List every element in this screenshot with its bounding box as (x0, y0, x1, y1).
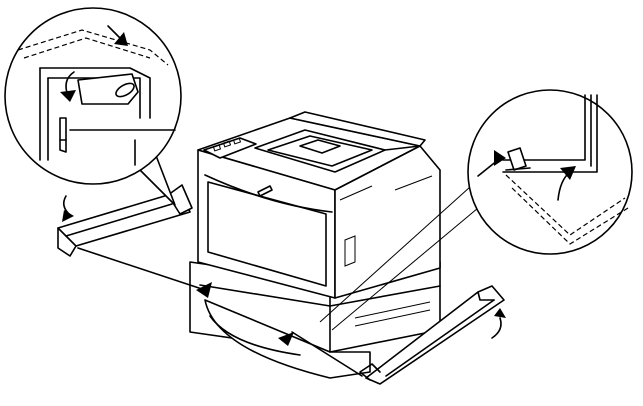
left-hook-detail (4, 7, 182, 206)
push-arrow-icon (196, 282, 294, 346)
printer-body (197, 111, 441, 299)
rotate-arrow-icon (62, 195, 506, 339)
left-stabilizer-bar (57, 184, 193, 257)
right-clip-detail (467, 89, 633, 255)
right-stabilizer-bar (359, 285, 505, 385)
